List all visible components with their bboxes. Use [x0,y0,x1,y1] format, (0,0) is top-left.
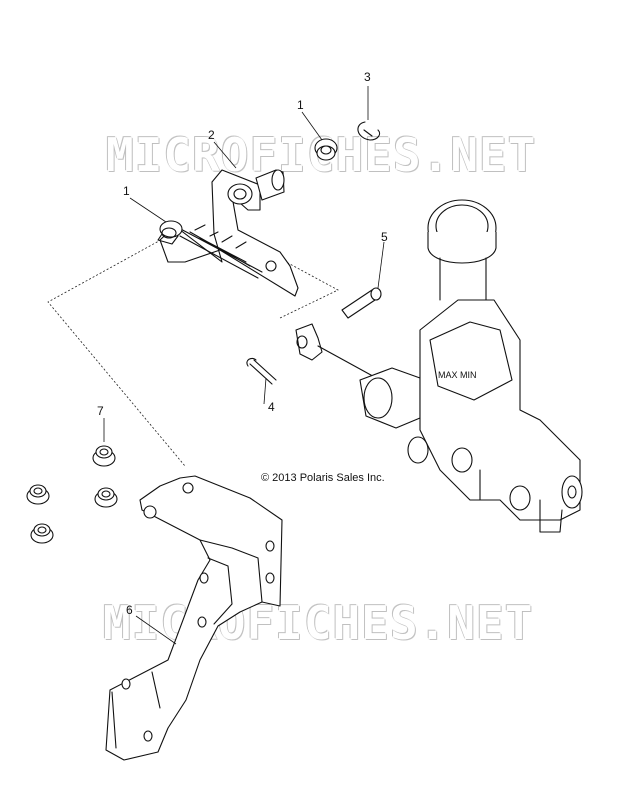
flange-nut [94,487,118,508]
leader-line [263,377,267,405]
callout-6: 6 [126,603,133,617]
clevis-pin [341,287,382,319]
master-cylinder: MAX MIN [295,199,583,533]
cotter-pin [246,357,277,385]
assembly-dashed-line [47,235,186,467]
bushing-top [314,138,338,161]
copyright-notice: © 2013 Polaris Sales Inc. [261,472,385,484]
callout-7: 7 [97,404,104,418]
retaining-clip [357,121,381,141]
leader-line [301,111,323,141]
bushing-left [157,220,183,245]
leader-line [129,197,167,223]
reservoir-label: MAX MIN [438,370,477,380]
mounting-bracket [105,475,283,761]
callout-3: 3 [364,70,371,84]
leader-line [213,141,237,169]
callout-5: 5 [381,230,388,244]
callout-1-top: 1 [297,98,304,112]
callout-2: 2 [208,128,215,142]
flange-nut [92,445,116,467]
flange-nut [30,523,54,544]
flange-nut [26,484,50,505]
leader-line [135,615,177,645]
leader-line [377,241,385,289]
brake-pedal [159,169,299,297]
callout-4: 4 [268,400,275,414]
callout-1-left: 1 [123,184,130,198]
